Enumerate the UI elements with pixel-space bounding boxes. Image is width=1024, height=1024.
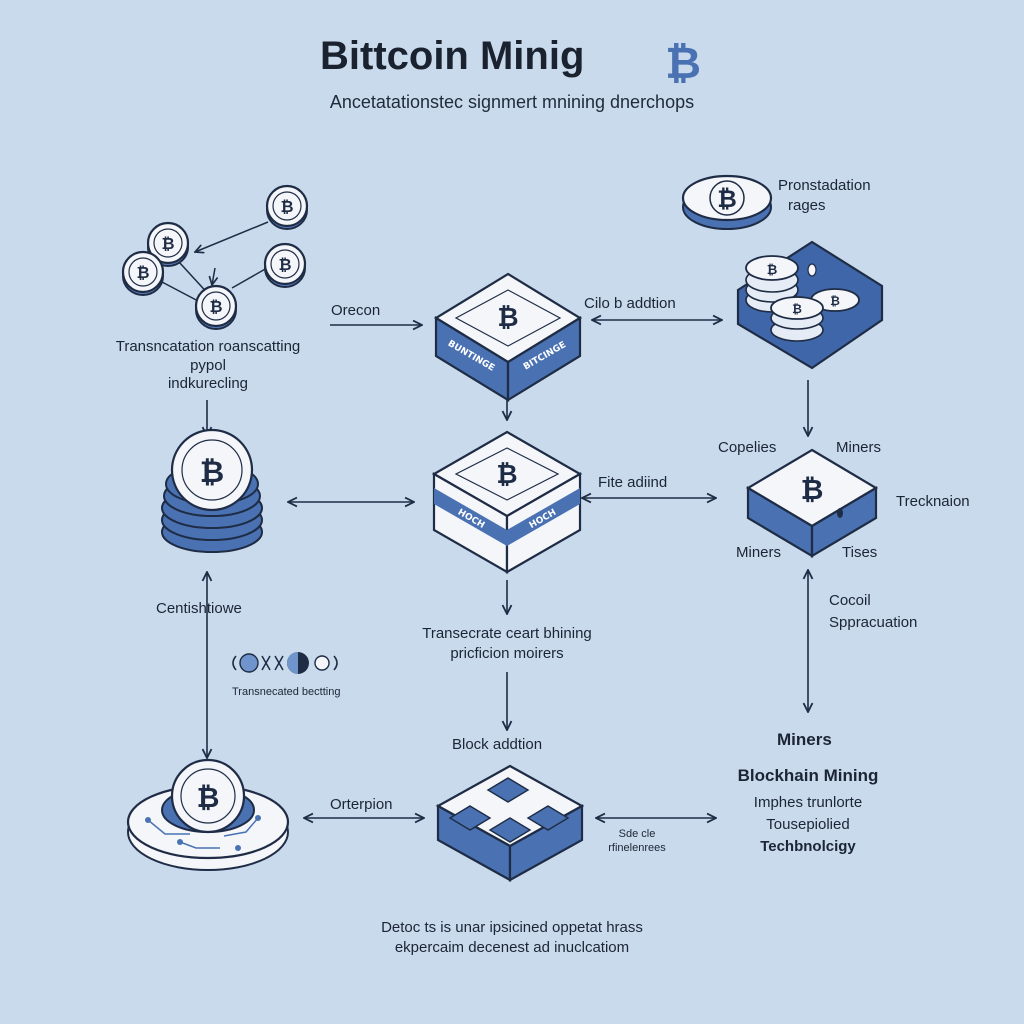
label-pronstadation: Pronstadation rages [778,176,871,216]
label-line: indkurecling [167,375,249,392]
svg-text:₿: ₿ [792,302,802,316]
bitcoin-logo-icon: ₿ [665,38,701,89]
coin-icon [265,184,309,231]
label-line: Techbnolcigy [760,838,856,855]
label-line: pypol [190,357,226,374]
svg-text:₿: ₿ [767,263,778,278]
label-blockhain-mining: Blockhain Mining [737,766,879,785]
label-line: rfinelenrees [608,842,666,854]
footer-line: Detoc ts is unar ipsicined oppetat hrass [381,919,643,936]
label-transnecated: Transnecated bectting [232,686,341,698]
svg-text:₿: ₿ [200,455,224,490]
label-miners-top: Miners [836,439,882,456]
label-orterpion: Orterpion [330,796,393,813]
label-line: Sde cle [618,828,656,840]
label-fite-adding: Fite adiind [598,474,668,491]
label-block-addtion: Block addtion [452,736,543,753]
coin-stack-block-icon: ₿ ₿ ₿ [736,240,884,370]
toggle-icon [232,652,338,674]
label-line: Imphes trunlorte [753,794,863,811]
svg-text:₿: ₿ [197,781,220,814]
label-line: Cocoil [829,592,871,609]
label-transecrate: Transecrate ceart bhining pricficion moi… [384,624,630,664]
label-centishtiowe: Centishtiowe [156,600,242,617]
label-cocoil: Cocoil Sppracuation [829,590,917,634]
page-title: Bittcoin Minig [320,34,585,78]
svg-text:₿: ₿ [717,185,737,213]
svg-text:₿: ₿ [496,460,517,490]
coin-icon [263,242,307,289]
block-cube-icon: ₿ HOCH HOCH [431,430,583,574]
page-subtitle: Ancetatationstec signmert mnining dnerch… [329,92,695,112]
label-line: Sppracuation [829,614,918,631]
label-copelies: Copelies [718,439,777,456]
footer-note: Detoc ts is unar ipsicined oppetat hrass… [0,918,1024,958]
label-miners-bottom: Miners [777,730,832,749]
coin-network [121,184,309,331]
svg-text:₿: ₿ [830,294,840,308]
coin-icon [194,284,238,331]
label-tises: Tises [842,544,878,561]
coin-stack-icon: ₿ [161,428,263,553]
footer-line: ekpercaim decenest ad inuclcatiom [394,939,630,956]
label-cilo-addtion: Cilo b addtion [584,295,676,312]
coin-icon [121,250,165,297]
coin-icon: ₿ [681,174,773,230]
label-sde-cle: Sde cle rfinelenrees [592,827,682,855]
label-transaction-pool: Transncatation roanscatting pypol indkur… [94,338,322,392]
label-line: Transncatation roanscatting [115,338,301,355]
node-disc-icon: ₿ [126,758,290,871]
block-grid-icon [435,764,585,882]
block-cube-icon: ₿ [745,448,879,558]
svg-text:₿: ₿ [801,473,824,506]
label-orecon: Orecon [331,302,381,319]
label-line: Transecrate ceart bhining [422,625,592,642]
label-line: Tousepiolied [766,816,850,833]
label-line: pricficion moirers [450,645,564,662]
block-cube-icon: ₿ BUNTINGE BITCINGE [433,272,583,402]
label-line: Pronstadation [778,177,871,194]
label-miners-left: Miners [736,544,782,561]
label-line: rages [788,197,826,214]
label-trecknaion: Trecknaion [896,493,970,510]
svg-text:₿: ₿ [497,303,518,333]
label-mining-details: Imphes trunlorte Tousepiolied Techbnolci… [716,792,900,858]
